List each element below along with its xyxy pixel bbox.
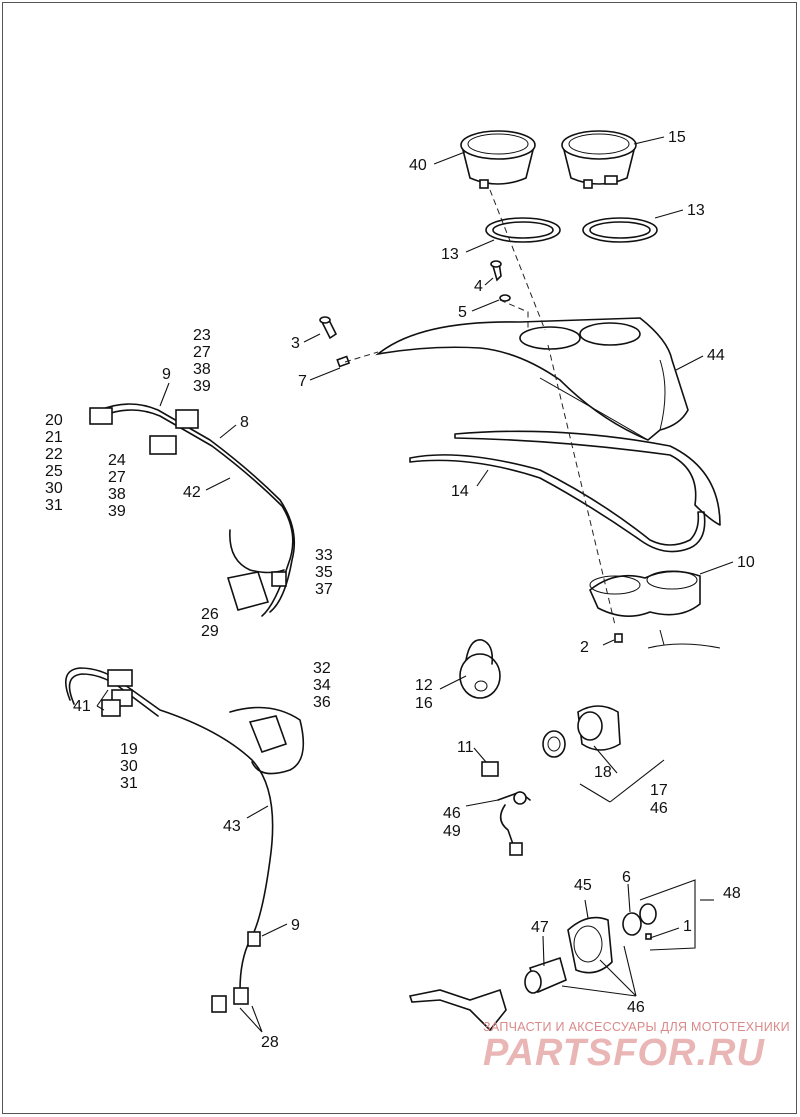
switch-17 (542, 705, 621, 758)
callout-40: 40 (409, 157, 427, 174)
trim-ring-right (582, 217, 658, 243)
callout-stack-19: 19 30 31 (120, 741, 138, 792)
tachometer-gauge (561, 130, 637, 189)
callout-stack-24: 24 27 38 39 (108, 452, 126, 520)
callout-stack-32: 32 34 36 (313, 660, 331, 711)
callout-11: 11 (457, 739, 474, 756)
callout-33: 33 (315, 547, 333, 564)
callout-31: 31 (45, 497, 63, 514)
callout-29: 29 (201, 623, 219, 640)
callout-stack-33: 33 35 37 (315, 547, 333, 598)
callout-8: 8 (240, 414, 249, 431)
harness-42 (89, 403, 296, 617)
clamp-46 (497, 791, 531, 856)
callout-9-bottom: 9 (291, 917, 300, 934)
callout-stack-26: 26 29 (201, 606, 219, 640)
speedometer-gauge (460, 130, 536, 189)
callout-47: 47 (531, 919, 549, 936)
callout-25: 25 (45, 463, 63, 480)
callout-18: 18 (594, 764, 612, 781)
gauge-housing (589, 570, 701, 617)
ignition-assembly (408, 903, 657, 1032)
callout-5: 5 (458, 304, 467, 321)
callout-46-switch: 46 (650, 800, 668, 817)
callout-10: 10 (737, 554, 755, 571)
console-gasket (409, 430, 721, 553)
callout-20: 20 (45, 412, 63, 429)
washer-5 (499, 294, 511, 302)
callout-27: 27 (193, 344, 211, 361)
callout-28: 28 (261, 1034, 279, 1051)
callout-30: 30 (120, 758, 138, 775)
watermark-text: ЗАПЧАСТИ И АКСЕССУАРЫ ДЛЯ МОТОТЕХНИКИ (483, 1020, 790, 1034)
callout-stack-23: 23 27 38 39 (193, 327, 211, 395)
callout-37: 37 (315, 581, 333, 598)
callout-41: 41 (73, 698, 91, 715)
callout-35: 35 (315, 564, 333, 581)
callout-21: 21 (45, 429, 63, 446)
callout-13-right: 13 (687, 202, 705, 219)
callout-34: 34 (313, 677, 331, 694)
clip-11 (481, 761, 499, 777)
callout-14: 14 (451, 483, 469, 500)
callout-6: 6 (622, 869, 631, 886)
callout-19: 19 (120, 741, 138, 758)
callout-17: 17 (650, 782, 668, 799)
callout-49: 49 (443, 823, 461, 840)
callout-9-top: 9 (162, 366, 171, 383)
callout-38: 38 (108, 486, 126, 503)
callout-42: 42 (183, 484, 201, 501)
callout-22: 22 (45, 446, 63, 463)
callout-3: 3 (291, 335, 300, 352)
callout-16: 16 (415, 695, 433, 712)
callout-2: 2 (580, 639, 589, 656)
screw-4 (490, 260, 502, 282)
callout-43: 43 (223, 818, 241, 835)
callout-23: 23 (193, 327, 211, 344)
leader-lines (96, 136, 734, 1033)
callout-36: 36 (313, 694, 331, 711)
callout-4: 4 (474, 278, 483, 295)
callout-46-clamp: 46 (443, 805, 461, 822)
callout-13-left: 13 (441, 246, 459, 263)
dash-console (375, 317, 689, 441)
callout-1: 1 (683, 918, 692, 935)
trim-ring-left (485, 217, 561, 243)
callout-24: 24 (108, 452, 126, 469)
callout-27: 27 (108, 469, 126, 486)
callout-48: 48 (723, 885, 741, 902)
callout-7: 7 (298, 373, 307, 390)
callout-45: 45 (574, 877, 592, 894)
screw-2 (614, 629, 721, 649)
callout-31: 31 (120, 775, 138, 792)
callout-38: 38 (193, 361, 211, 378)
callout-12: 12 (415, 677, 433, 694)
callout-30: 30 (45, 480, 63, 497)
boot-12 (459, 639, 501, 699)
callout-46-ignition: 46 (627, 999, 645, 1016)
callout-39: 39 (108, 503, 126, 520)
alignment-lines (344, 189, 616, 626)
callout-26: 26 (201, 606, 219, 623)
callout-15: 15 (668, 129, 686, 146)
callout-39: 39 (193, 378, 211, 395)
callout-stack-20: 20 21 22 25 30 31 (45, 412, 63, 514)
watermark-logo: PARTSFOR.RU (483, 1032, 765, 1074)
callout-44: 44 (707, 347, 725, 364)
nut-7 (336, 355, 351, 368)
harness-43 (64, 667, 305, 1013)
screw-3 (319, 316, 338, 340)
callout-32: 32 (313, 660, 331, 677)
